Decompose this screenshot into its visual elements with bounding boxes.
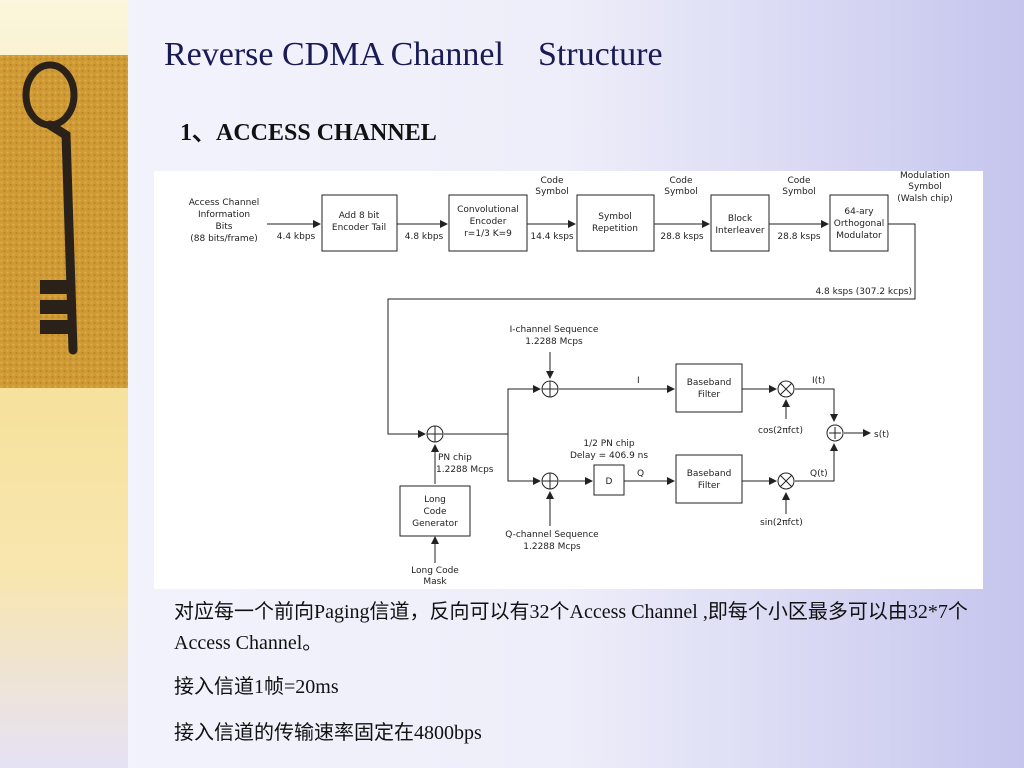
svg-text:14.4 ksps: 14.4 ksps [530,232,574,242]
svg-text:Symbol: Symbol [782,187,816,197]
long-code-generator-line2: Code [423,507,447,517]
svg-text:Bits: Bits [216,222,233,232]
orthogonal-modulator-line2: Orthogonal [834,219,884,229]
symbol-labels: Code Symbol Code Symbol Code Symbol Modu… [535,171,953,204]
convolutional-encoder-line3: r=1/3 K=9 [464,229,512,239]
note-paging-mapping: 对应每一个前向Paging信道，反向可以有32个Access Channel ,… [174,601,968,654]
convolutional-encoder-block: Convolutional [457,205,519,215]
svg-text:Symbol: Symbol [535,187,569,197]
return-rate-label: 4.8 ksps (307.2 kcps) [815,287,912,297]
baseband-filter-i: Baseband [687,378,732,388]
output-label: s(t) [874,430,889,440]
long-code-generator: Long [424,495,446,505]
encoder-tail-block-line2: Encoder Tail [332,223,386,233]
convolutional-encoder-line2: Encoder [470,217,507,227]
svg-text:Modulation: Modulation [900,171,950,181]
block-interleaver-block: Block [728,214,753,224]
q-t-label: Q(t) [810,469,828,479]
access-channel-block-diagram: Access Channel Information Bits (88 bits… [154,171,983,589]
pn-chip-rate: 1.2288 Mcps [436,465,494,475]
page-title: Reverse CDMA Channel Structure [164,36,663,73]
delay-label: 1/2 PN chip [583,439,635,449]
note-frame-length: 接入信道1帧=20ms [174,676,339,698]
svg-text:4.4 kbps: 4.4 kbps [277,232,316,242]
svg-text:Code: Code [669,176,693,186]
svg-text:Symbol: Symbol [664,187,698,197]
symbol-repetition-block: Symbol [598,212,632,222]
rate-labels: 4.4 kbps 4.8 kbps 14.4 ksps 28.8 ksps 28… [277,232,821,242]
note-data-rate: 接入信道的传输速率固定在4800bps [174,722,482,744]
long-code-mask-label: Long Code [411,566,459,576]
svg-text:(Walsh chip): (Walsh chip) [897,194,952,204]
svg-text:28.8 ksps: 28.8 ksps [777,232,821,242]
symbol-repetition-line2: Repetition [592,224,638,234]
q-label: Q [637,469,644,479]
delay-value: Delay = 406.9 ns [570,451,648,461]
delay-block: D [606,477,613,487]
q-sequence-rate: 1.2288 Mcps [523,542,581,552]
key-photo [0,55,128,388]
baseband-filter-i-line2: Filter [698,390,721,400]
encoder-tail-block: Add 8 bit [339,211,380,221]
block-interleaver-line2: Interleaver [715,226,765,236]
cos-carrier-label: cos(2πfct) [758,426,803,436]
svg-text:28.8 ksps: 28.8 ksps [660,232,704,242]
q-sequence-label: Q-channel Sequence [505,530,599,540]
orthogonal-modulator-block: 64-ary [844,207,874,217]
sin-carrier-label: sin(2πfct) [760,518,803,528]
i-t-label: I(t) [812,376,825,386]
input-label: Access Channel Information Bits (88 bits… [189,198,260,244]
pn-chip-label: PN chip [438,453,472,463]
baseband-filter-q: Baseband [687,469,732,479]
svg-text:4.8 kbps: 4.8 kbps [405,232,444,242]
i-sequence-label: I-channel Sequence [510,325,599,335]
orthogonal-modulator-line3: Modulator [836,231,882,241]
long-code-mask-line2: Mask [423,577,447,587]
svg-text:Code: Code [787,176,811,186]
section-heading: 1、ACCESS CHANNEL [180,120,437,146]
long-code-generator-line3: Generator [412,519,458,529]
i-sequence-rate: 1.2288 Mcps [525,337,583,347]
svg-text:(88 bits/frame): (88 bits/frame) [190,234,258,244]
svg-text:Code: Code [540,176,564,186]
svg-text:Information: Information [198,210,250,220]
i-label: I [637,376,640,386]
baseband-filter-q-line2: Filter [698,481,721,491]
svg-text:Symbol: Symbol [908,182,942,192]
svg-text:Access Channel: Access Channel [189,198,260,208]
